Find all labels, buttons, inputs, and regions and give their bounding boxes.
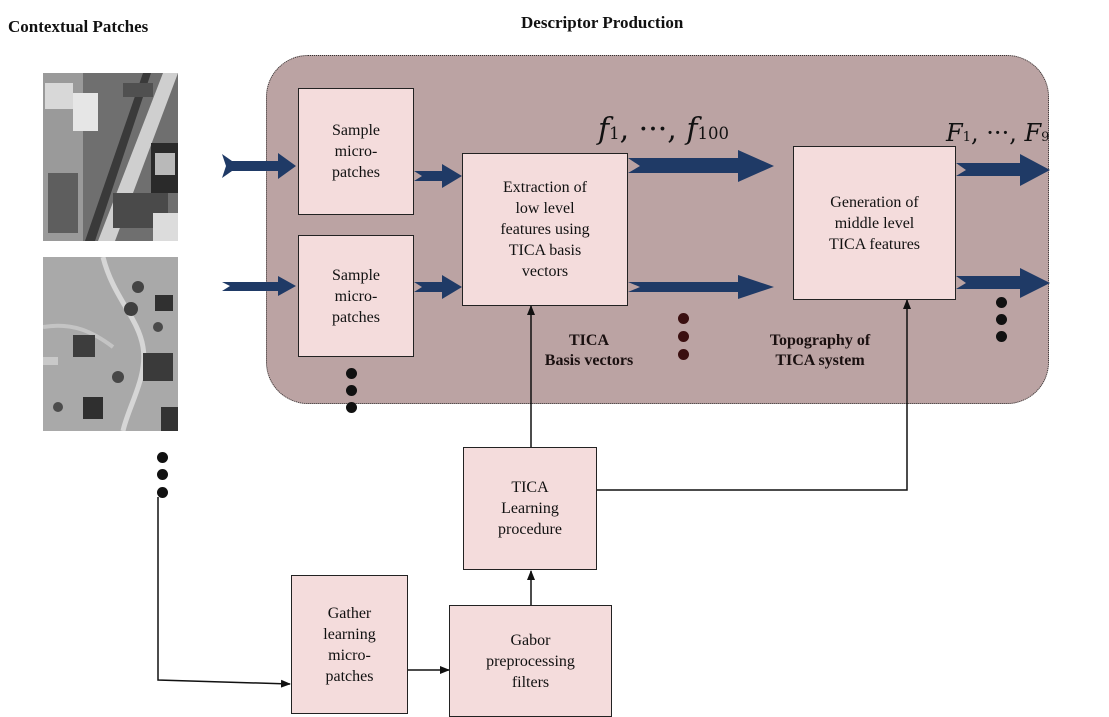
middle-level-features-math: F1, ···, F9 bbox=[946, 119, 1050, 147]
thin-connectors bbox=[157, 299, 911, 688]
tica-learning-box: TICA Learning procedure bbox=[463, 447, 597, 570]
gather-micro-patches-box: Gather learning micro- patches bbox=[291, 575, 408, 714]
thick-arrows bbox=[222, 150, 1050, 299]
gabor-filters-box: Gabor preprocessing filters bbox=[449, 605, 612, 717]
extraction-box: Extraction of low level features using T… bbox=[462, 153, 628, 306]
aerial-photo-rural bbox=[43, 257, 178, 431]
tica-basis-vectors-label: TICA Basis vectors bbox=[544, 332, 634, 369]
generation-box: Generation of middle level TICA features bbox=[793, 146, 956, 300]
descriptor-production-heading: Descriptor Production bbox=[521, 13, 684, 32]
sample-micro-patches-box-1: Sample micro- patches bbox=[298, 88, 414, 215]
topography-label: Topography of TICA system bbox=[769, 332, 871, 369]
aerial-photo-industrial bbox=[43, 73, 178, 241]
sample-micro-patches-box-2: Sample micro- patches bbox=[298, 235, 414, 357]
contextual-patches-heading: Contextual Patches bbox=[8, 17, 149, 36]
low-level-features-math: f1, ···, f100 bbox=[598, 112, 729, 147]
